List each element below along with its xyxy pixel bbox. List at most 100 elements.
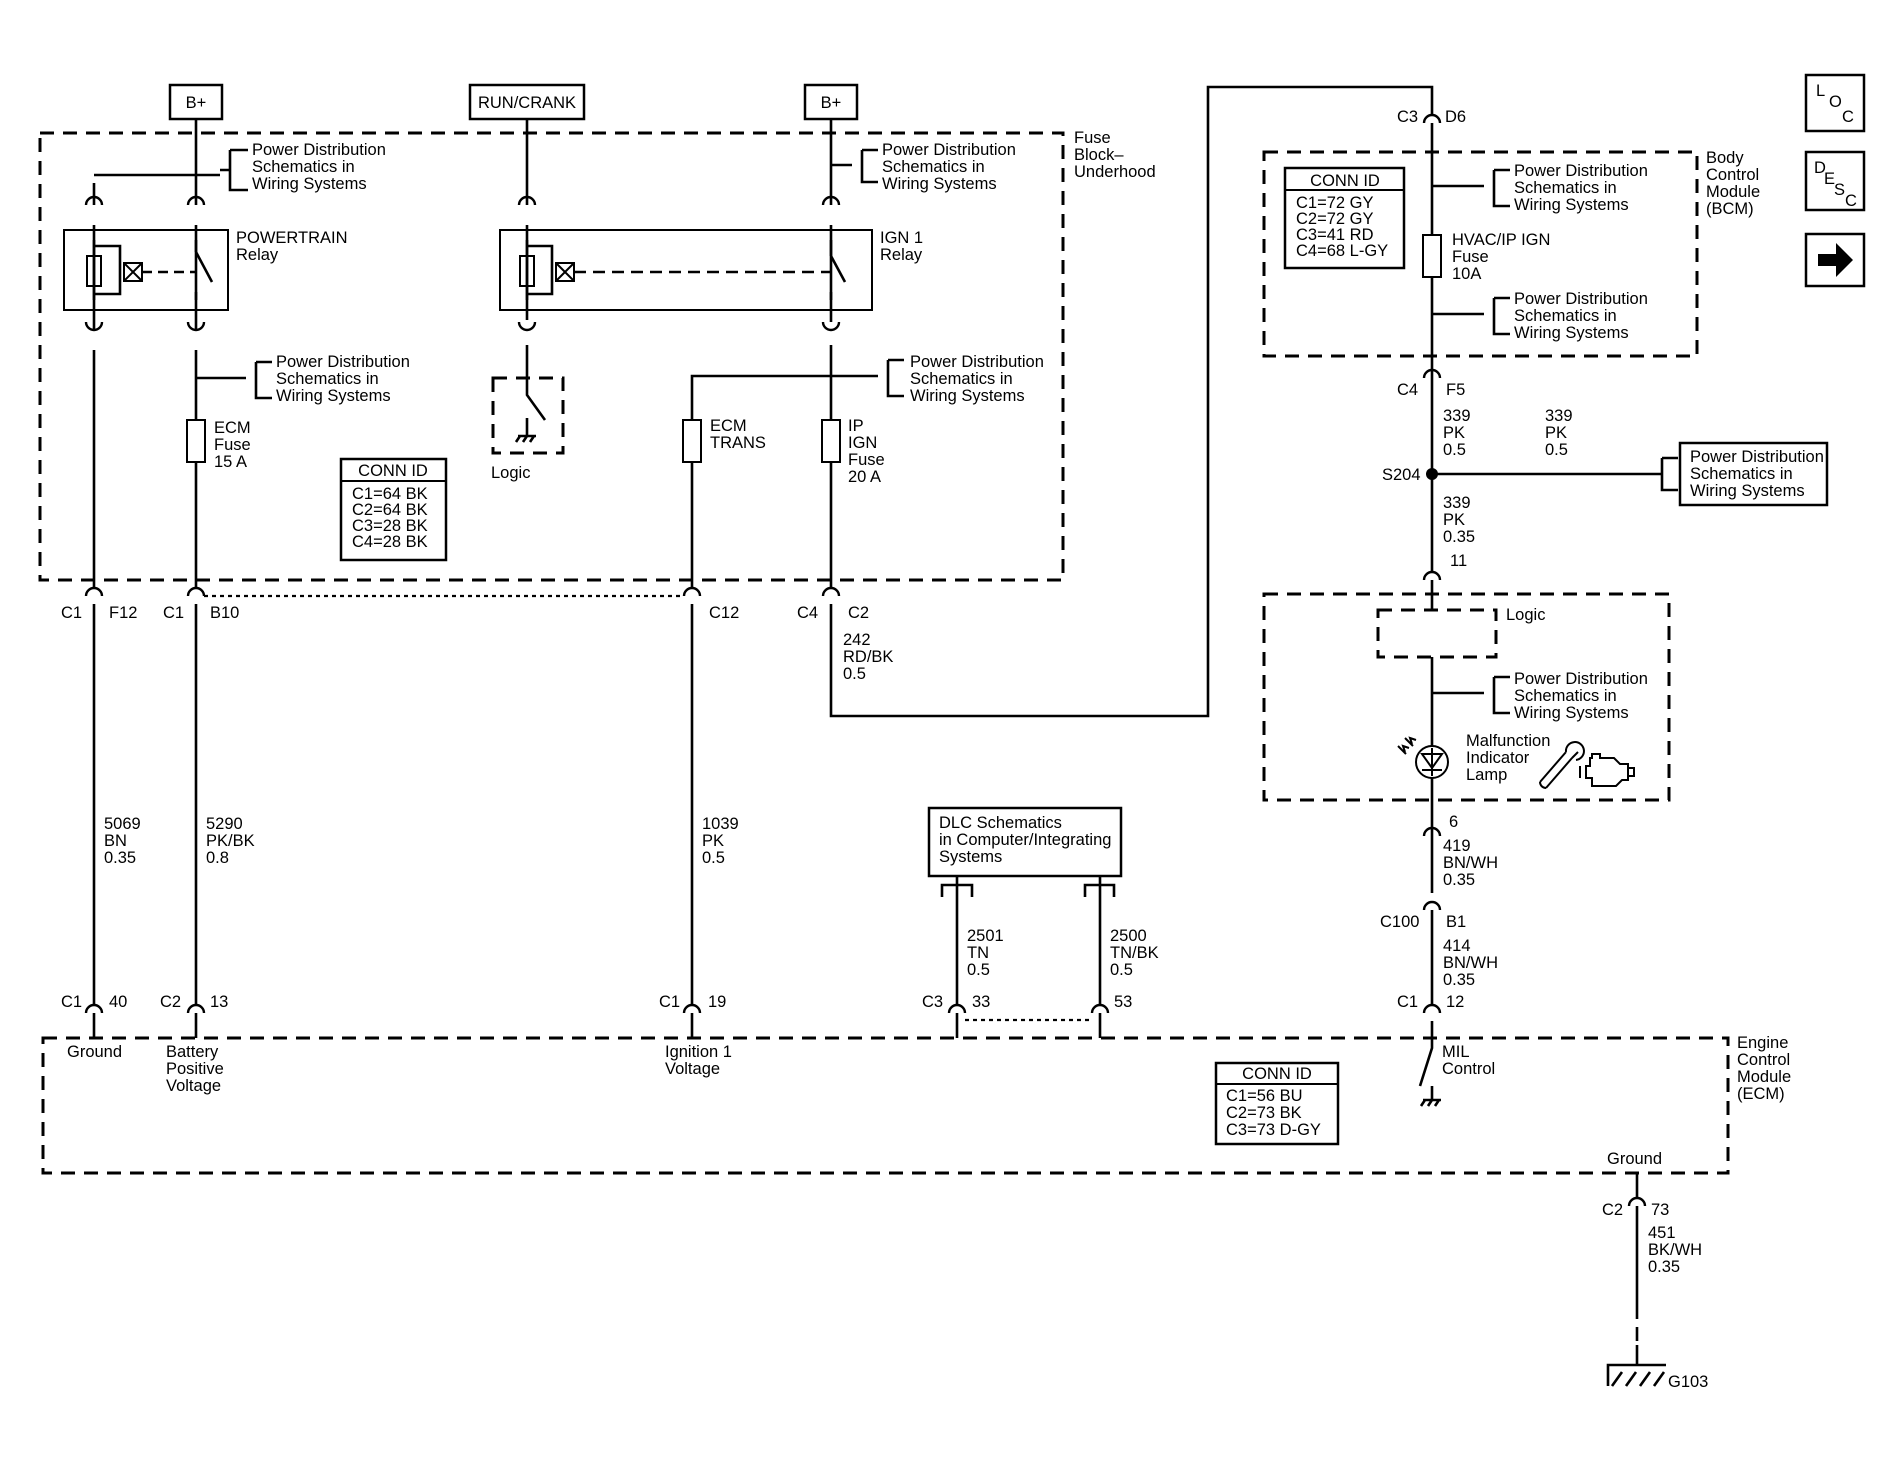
ip-ign-fuse-label: IP IGN Fuse 20 A	[848, 417, 885, 486]
ecm-trans-label: ECM TRANS	[710, 417, 766, 452]
svg-text:(BCM): (BCM)	[1706, 200, 1754, 218]
svg-text:0.35: 0.35	[104, 849, 136, 867]
svg-text:Power Distribution: Power Distribution	[1514, 670, 1648, 688]
svg-text:0.5: 0.5	[1443, 441, 1466, 459]
svg-text:Underhood: Underhood	[1074, 163, 1156, 181]
svg-text:RD/BK: RD/BK	[843, 648, 893, 666]
svg-text:C1: C1	[61, 993, 82, 1011]
ecm-pin-53: 53	[1114, 993, 1132, 1011]
svg-text:Wiring Systems: Wiring Systems	[910, 387, 1025, 405]
svg-text:2500: 2500	[1110, 927, 1147, 945]
ecm-outline	[41, 1036, 1730, 1175]
svg-text:12: 12	[1446, 993, 1464, 1011]
svg-text:Battery: Battery	[166, 1043, 219, 1061]
svg-text:C2=73 BK: C2=73 BK	[1226, 1104, 1302, 1122]
svg-text:Power Distribution: Power Distribution	[910, 353, 1044, 371]
ecm-fuse-label: ECM Fuse 15 A	[214, 419, 251, 471]
svg-text:B1: B1	[1446, 913, 1466, 931]
svg-text:0.5: 0.5	[702, 849, 725, 867]
svg-text:POWERTRAIN: POWERTRAIN	[236, 229, 348, 247]
svg-text:339: 339	[1443, 494, 1471, 512]
svg-text:HVAC/IP IGN: HVAC/IP IGN	[1452, 231, 1550, 249]
loc-button[interactable]: L O C	[1804, 73, 1866, 133]
ip-ign-fuse-symbol	[821, 419, 841, 463]
svg-text:D6: D6	[1445, 108, 1466, 126]
svg-text:TN/BK: TN/BK	[1110, 944, 1159, 962]
svg-text:Schematics in: Schematics in	[252, 158, 355, 176]
svg-text:0.5: 0.5	[1545, 441, 1568, 459]
svg-text:Schematics in: Schematics in	[276, 370, 379, 388]
svg-text:1039: 1039	[702, 815, 739, 833]
pd-ref-left-mid: Power Distribution Schematics in Wiring …	[276, 353, 410, 405]
svg-text:Fuse: Fuse	[1452, 248, 1489, 266]
svg-text:C2=64 BK: C2=64 BK	[352, 501, 428, 519]
svg-text:C4: C4	[797, 604, 818, 622]
bcm-pin-top: C3 D6	[1397, 108, 1466, 126]
svg-text:Wiring Systems: Wiring Systems	[1690, 482, 1805, 500]
desc-button[interactable]: D E S C	[1804, 150, 1866, 212]
fuse-block-title: Fuse Block– Underhood	[1074, 129, 1156, 181]
run-crank-source: RUN/CRANK	[468, 83, 586, 121]
svg-text:D: D	[1814, 159, 1826, 177]
ecm-pin-c3-33: C3 33	[922, 993, 990, 1011]
svg-text:Schematics in: Schematics in	[910, 370, 1013, 388]
svg-text:Control: Control	[1706, 166, 1759, 184]
ign1-relay	[499, 229, 873, 311]
pd-ref-box-right: Power Distribution Schematics in Wiring …	[1678, 441, 1829, 507]
svg-text:C1: C1	[61, 604, 82, 622]
svg-text:19: 19	[708, 993, 726, 1011]
svg-text:PK/BK: PK/BK	[206, 832, 255, 850]
svg-text:Positive: Positive	[166, 1060, 224, 1078]
bplus-right-source: B+	[803, 83, 859, 121]
dlc-reference-box: DLC Schematics in Computer/Integrating S…	[927, 806, 1123, 878]
svg-text:Fuse: Fuse	[1074, 129, 1111, 147]
mil-lamp-icon	[1397, 736, 1449, 779]
fb-pin-c1-f12: C1 F12	[61, 604, 137, 622]
svg-text:0.35: 0.35	[1443, 528, 1475, 546]
fuse-block-logic: Logic	[491, 376, 565, 482]
svg-text:73: 73	[1651, 1201, 1669, 1219]
svg-text:BN: BN	[104, 832, 127, 850]
svg-text:PK: PK	[1545, 424, 1567, 442]
svg-text:Module: Module	[1737, 1068, 1791, 1086]
wire-5069-label: 5069 BN 0.35	[104, 815, 141, 867]
ign1-relay-label: IGN 1 Relay	[880, 229, 923, 264]
fb-pin-c1-b10: C1 B10	[163, 604, 239, 622]
wire-339a-label: 339 PK 0.5	[1443, 407, 1471, 459]
wire-419-label: 419 BN/WH 0.35	[1443, 837, 1498, 889]
ipc-pin-bottom: 6	[1449, 813, 1458, 831]
svg-text:5069: 5069	[104, 815, 141, 833]
svg-text:Power Distribution: Power Distribution	[1514, 290, 1648, 308]
ipc-outline	[1262, 592, 1671, 802]
engine-icon	[1579, 753, 1635, 787]
svg-text:0.5: 0.5	[1110, 961, 1133, 979]
ecm-title: Engine Control Module (ECM)	[1737, 1034, 1791, 1103]
svg-text:PK: PK	[1443, 424, 1465, 442]
next-button[interactable]	[1804, 232, 1866, 288]
svg-text:5290: 5290	[206, 815, 243, 833]
ecm-pin-c1-40: C1 40	[61, 993, 127, 1011]
svg-text:BK/WH: BK/WH	[1648, 1241, 1702, 1259]
svg-text:Voltage: Voltage	[166, 1077, 221, 1095]
wire-1039-label: 1039 PK 0.5	[702, 815, 739, 867]
svg-text:C: C	[1845, 192, 1857, 210]
svg-text:PK: PK	[702, 832, 724, 850]
svg-text:Module: Module	[1706, 183, 1760, 201]
svg-text:C: C	[1842, 108, 1854, 126]
ground-g103-label: G103	[1668, 1373, 1708, 1391]
svg-text:Wiring Systems: Wiring Systems	[276, 387, 391, 405]
svg-text:Wiring Systems: Wiring Systems	[252, 175, 367, 193]
svg-text:Schematics in: Schematics in	[1514, 179, 1617, 197]
wire-414-label: 414 BN/WH 0.35	[1443, 937, 1498, 989]
svg-text:0.8: 0.8	[206, 849, 229, 867]
svg-text:0.5: 0.5	[843, 665, 866, 683]
svg-text:Power Distribution: Power Distribution	[276, 353, 410, 371]
ecm-label-ignition: Ignition 1 Voltage	[665, 1043, 732, 1078]
pd-ref-right-top: Power Distribution Schematics in Wiring …	[882, 141, 1016, 193]
bplus-right-label: B+	[821, 94, 842, 112]
svg-text:C3=73 D-GY: C3=73 D-GY	[1226, 1121, 1321, 1139]
svg-text:B10: B10	[210, 604, 239, 622]
svg-text:CONN ID: CONN ID	[1242, 1065, 1312, 1083]
ecm-conn-id: CONN ID C1=56 BU C2=73 BK C3=73 D-GY	[1214, 1061, 1340, 1146]
